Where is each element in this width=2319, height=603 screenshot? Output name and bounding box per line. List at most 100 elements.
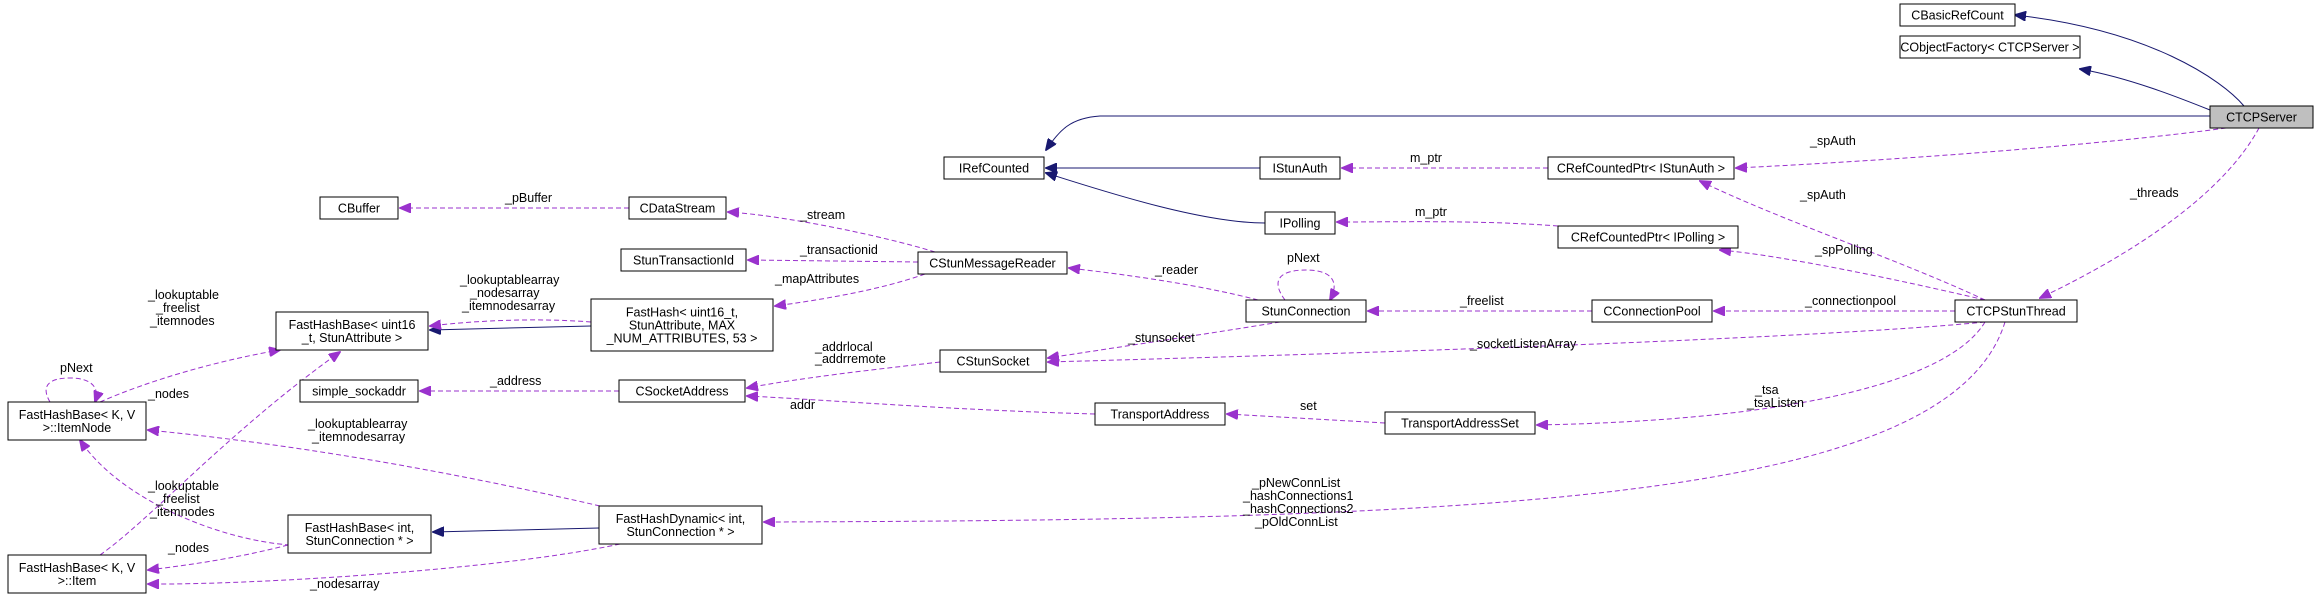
class-name-label: _t, StunAttribute > xyxy=(301,331,402,345)
class-name-label: CObjectFactory< CTCPServer > xyxy=(1900,41,2079,55)
class-box xyxy=(943,156,1045,180)
inheritance-edge-irefcounted-ipolling xyxy=(1046,173,1266,224)
class-node-cstunmessagereader[interactable]: CStunMessageReader xyxy=(917,251,1068,275)
edge-label: _pNewConnList xyxy=(1251,476,1341,490)
class-name-label: StunAttribute, MAX xyxy=(629,319,736,333)
class-box xyxy=(2209,105,2314,129)
class-node-cbuffer[interactable]: CBuffer xyxy=(319,196,399,220)
usage-edge-fasthash-fhbaseu16 xyxy=(430,319,592,326)
edge-label: _stream xyxy=(799,208,845,222)
edge-label: _address xyxy=(489,374,541,388)
edge-label: _itemnodes xyxy=(149,505,215,519)
class-box xyxy=(1557,225,1739,249)
edge-label: _spPolling xyxy=(1814,243,1873,257)
class-node-transportaddress[interactable]: TransportAddress xyxy=(1094,402,1226,426)
class-box xyxy=(7,554,147,594)
edge-label: _spAuth xyxy=(1809,134,1856,148)
usage-edge-transid-reader xyxy=(748,260,919,262)
class-name-label: CBasicRefCount xyxy=(1911,9,2004,23)
class-node-crefcountedptrpolling[interactable]: CRefCountedPtr< IPolling > xyxy=(1557,225,1739,249)
class-box xyxy=(1899,3,2016,27)
edge-label: _nodes xyxy=(167,541,209,555)
usage-edge-sockaddr-transport xyxy=(747,396,1096,415)
class-node-simple_sockaddr[interactable]: simple_sockaddr xyxy=(299,379,419,403)
class-box xyxy=(590,298,774,352)
class-name-label: CStunMessageReader xyxy=(929,257,1055,271)
class-node-irefcounted[interactable]: IRefCounted xyxy=(943,156,1045,180)
edge-label: m_ptr xyxy=(1415,205,1447,219)
class-box xyxy=(620,248,747,272)
class-node-cstunsocket[interactable]: CStunSocket xyxy=(939,349,1047,373)
class-node-cobjectfactory[interactable]: CObjectFactory< CTCPServer > xyxy=(1899,35,2081,59)
class-name-label: IRefCounted xyxy=(959,162,1029,176)
usage-edge-thread-tcpserver xyxy=(2040,127,2260,298)
class-box xyxy=(1899,35,2081,59)
edge-label: set xyxy=(1300,399,1317,413)
class-node-ctcpserver[interactable]: CTCPServer xyxy=(2209,105,2314,129)
class-node-itemnode[interactable]: FastHashBase< K, V>::ItemNode xyxy=(7,401,147,441)
class-box xyxy=(275,311,429,351)
class-node-stunconnection[interactable]: StunConnection xyxy=(1245,299,1367,323)
class-box xyxy=(287,514,432,554)
class-node-istunauth[interactable]: IStunAuth xyxy=(1259,156,1341,180)
class-name-label: TransportAddressSet xyxy=(1401,417,1519,431)
class-node-csocketaddress[interactable]: CSocketAddress xyxy=(618,379,746,403)
usage-edge-itemnode-fhbaseu16 xyxy=(99,350,280,403)
usage-edge-fasthash-reader xyxy=(775,273,926,306)
class-node-crefcountedptrauth[interactable]: CRefCountedPtr< IStunAuth > xyxy=(1547,156,1735,180)
class-node-fasthashbaseint[interactable]: FastHashBase< int,StunConnection * > xyxy=(287,514,432,554)
edge-label: _itemnodes xyxy=(149,314,215,328)
edge-label: addr xyxy=(790,398,815,412)
class-box xyxy=(1094,402,1226,426)
inheritance-edge-objfactory-tcpserver xyxy=(2080,69,2211,111)
class-box xyxy=(598,505,763,545)
class-box xyxy=(1384,411,1536,435)
class-node-fasthashu16[interactable]: FastHash< uint16_t,StunAttribute, MAX_NU… xyxy=(590,298,774,352)
class-box xyxy=(1591,299,1713,323)
edge-label: _freelist xyxy=(155,492,200,506)
class-name-label: CRefCountedPtr< IPolling > xyxy=(1571,231,1725,245)
edge-label: _transactionid xyxy=(799,243,878,257)
class-node-item[interactable]: FastHashBase< K, V>::Item xyxy=(7,554,147,594)
class-name-label: StunConnection xyxy=(1262,305,1351,319)
class-name-label: CTCPServer xyxy=(2226,111,2297,125)
edge-label: _itemnodesarray xyxy=(311,430,406,444)
edge-label: _lookuptablearray xyxy=(307,417,408,431)
edge-label: _hashConnections1 xyxy=(1242,489,1354,503)
class-node-cdatastream[interactable]: CDataStream xyxy=(628,196,727,220)
class-name-label: CStunSocket xyxy=(957,355,1030,369)
class-name-label: >::ItemNode xyxy=(43,421,111,435)
class-node-ipolling[interactable]: IPolling xyxy=(1264,211,1336,235)
usage-edge-refptrauth-tcpserver xyxy=(1736,127,2227,168)
usage-edge-set-thread xyxy=(1537,321,1986,425)
usage-edge-item-fhbaseint xyxy=(148,544,289,570)
class-node-fasthashdynamic[interactable]: FastHashDynamic< int,StunConnection * > xyxy=(598,505,763,545)
class-box xyxy=(1259,156,1341,180)
class-name-label: StunTransactionId xyxy=(633,254,734,268)
class-name-label: IPolling xyxy=(1280,217,1321,231)
class-node-stuntransactionid[interactable]: StunTransactionId xyxy=(620,248,747,272)
usage-edge-item-fhbaseu16 xyxy=(99,352,340,556)
inheritance-edge-irefcounted-tcpserver xyxy=(1046,115,2210,150)
class-box xyxy=(1547,156,1735,180)
class-node-cbasicrefcount[interactable]: CBasicRefCount xyxy=(1899,3,2016,27)
class-box xyxy=(1264,211,1336,235)
class-node-fasthashbaseu16[interactable]: FastHashBase< uint16_t, StunAttribute > xyxy=(275,311,429,351)
edge-label: _lookuptablearray xyxy=(459,273,560,287)
class-node-ctcpstunthread[interactable]: CTCPStunThread xyxy=(1954,299,2078,323)
class-node-transportaddressset[interactable]: TransportAddressSet xyxy=(1384,411,1536,435)
class-name-label: TransportAddress xyxy=(1111,408,1210,422)
inheritance-edge-basicref-tcpserver xyxy=(2015,15,2245,107)
usage-edge-itemnode-dynamic xyxy=(148,430,601,507)
usage-edge-item-dynamic xyxy=(148,543,621,584)
class-name-label: CRefCountedPtr< IStunAuth > xyxy=(1557,162,1725,176)
usage-edge-ipolling-refptrpolling xyxy=(1337,222,1559,226)
usage-edge-reader-stunconn xyxy=(1069,268,1259,301)
edge-label: _socketListenArray xyxy=(1469,337,1577,351)
edge-label: _threads xyxy=(2129,186,2179,200)
class-box xyxy=(1245,299,1367,323)
usage-edge-itemnode-self xyxy=(45,377,96,402)
edge-label: _freelist xyxy=(1459,294,1504,308)
class-node-cconnectionpool[interactable]: CConnectionPool xyxy=(1591,299,1713,323)
inheritance-edge-fhbaseint-dynamic xyxy=(433,528,600,532)
